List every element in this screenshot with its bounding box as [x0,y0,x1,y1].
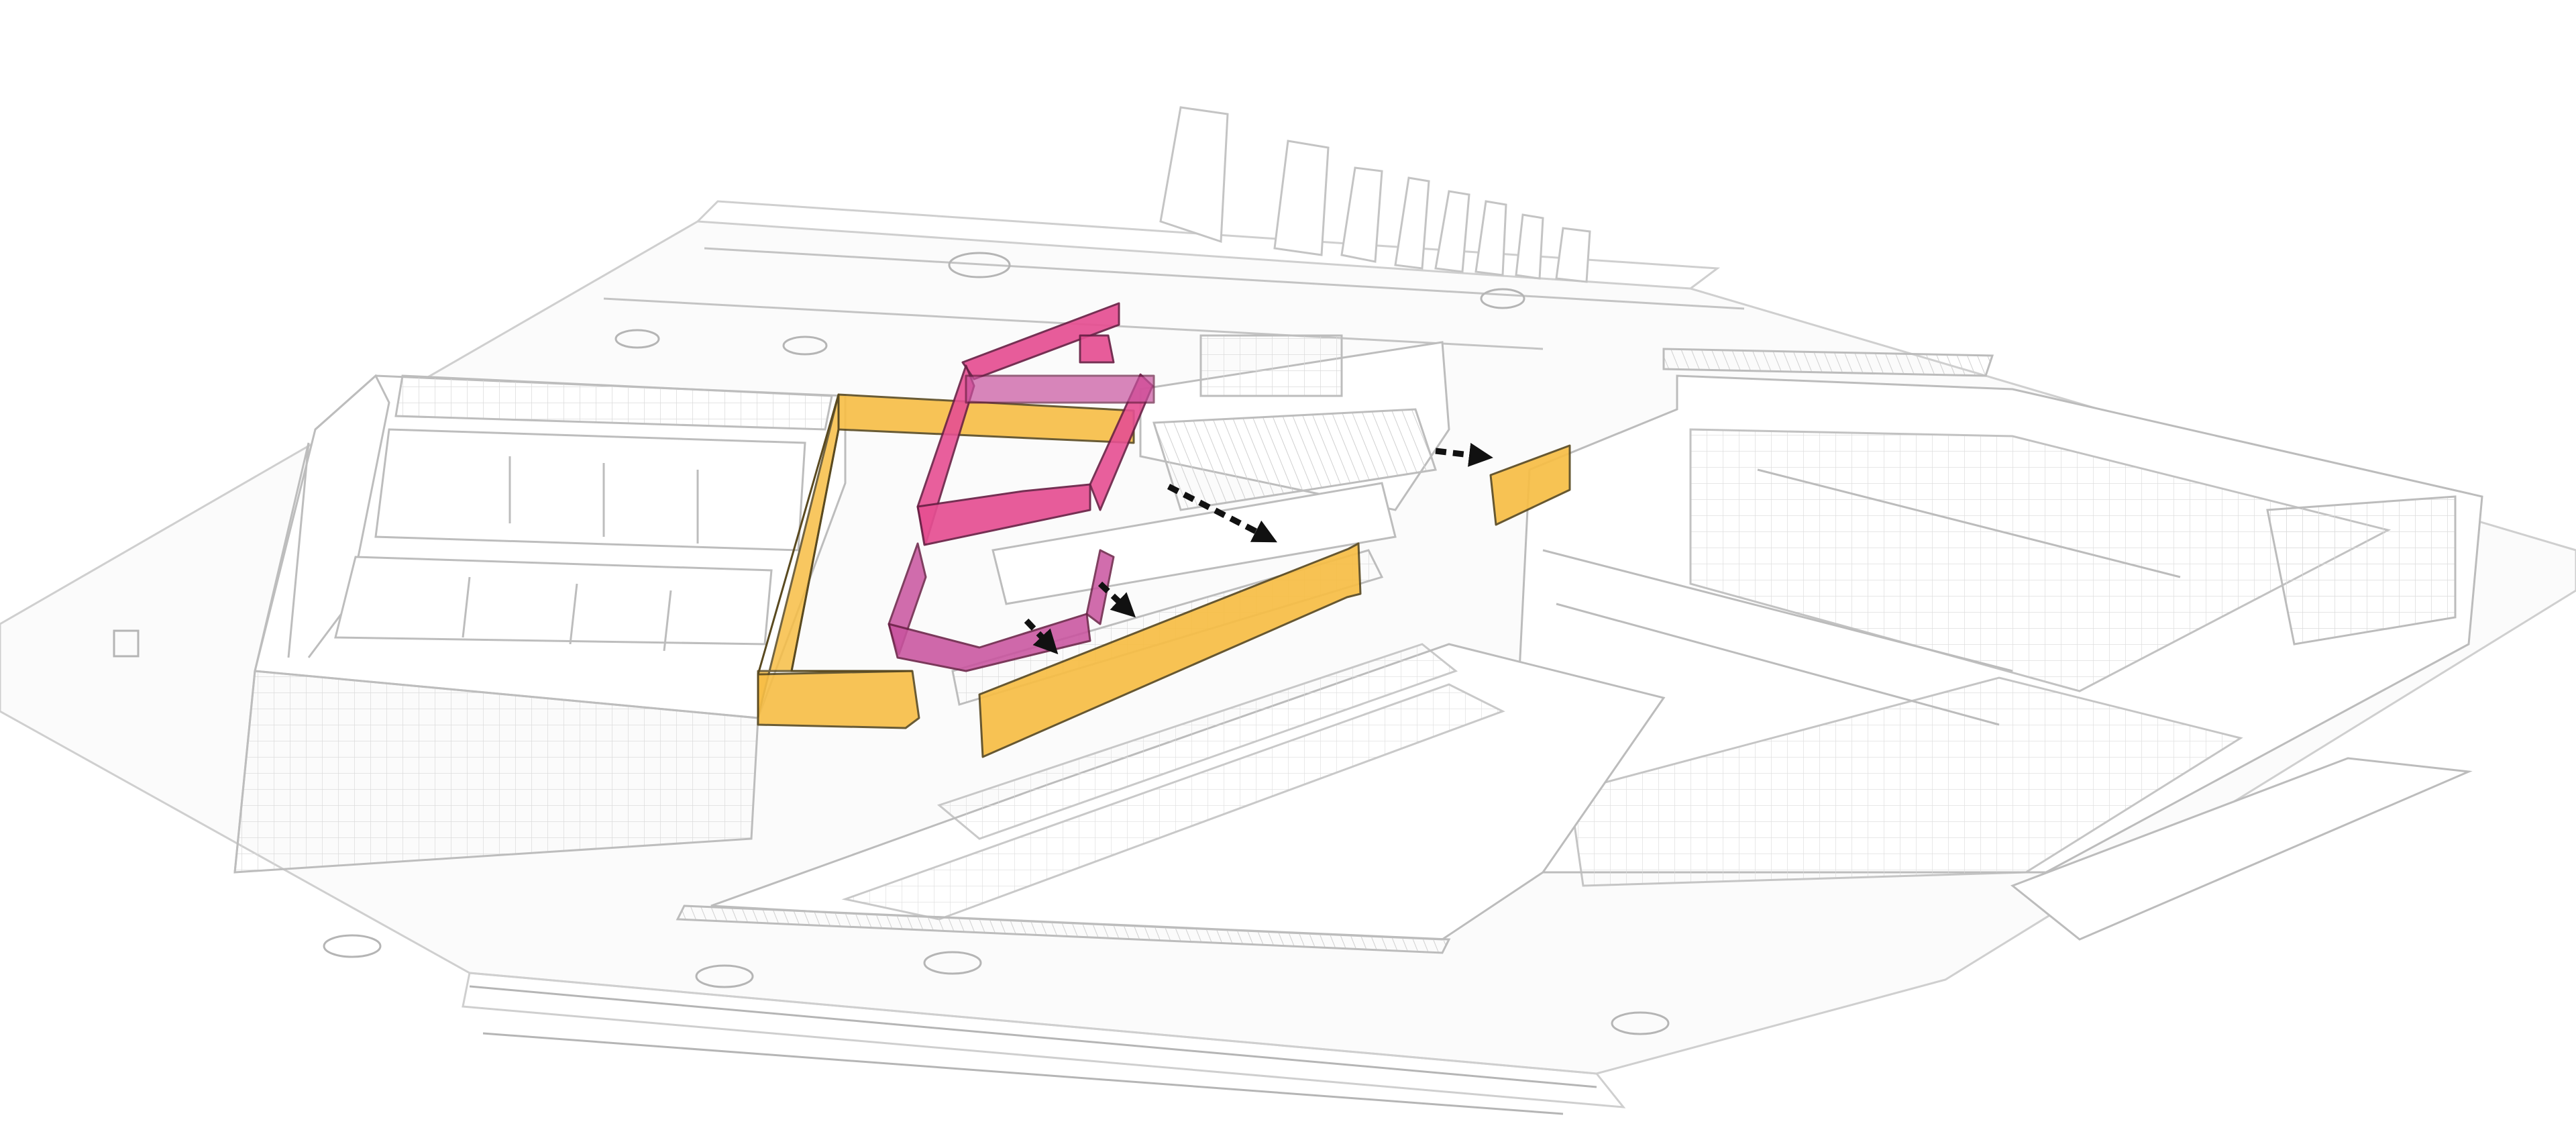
lower-courtyard [676,643,1666,954]
yellow-band-volume [978,542,1362,758]
streetscape [113,252,1670,1115]
yellow-small-panel [1489,444,1571,526]
background-buildings [603,106,1745,350]
right-building-block [1515,348,2483,941]
flow-arrows [1024,443,1493,655]
flow-arrow-plaza [1167,483,1278,543]
left-building-block [233,374,847,874]
yellow-frame-volume [757,393,1135,729]
flow-arrow-right-panel [1435,443,1493,467]
flow-arrow-south-1 [1097,581,1136,618]
flow-arrow-south-2 [1024,618,1059,655]
